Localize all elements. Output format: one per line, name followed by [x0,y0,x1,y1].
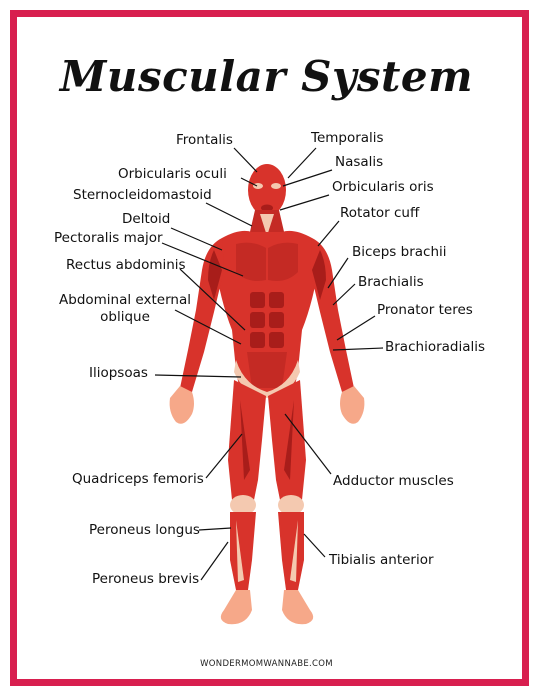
label-abdominal-external-oblique: Abdominal external oblique [50,292,200,326]
label-rotator-cuff: Rotator cuff [340,205,420,221]
label-brachialis: Brachialis [358,274,424,290]
leader-lines [154,147,384,581]
label-tibialis-anterior: Tibialis anterior [329,552,434,568]
label-biceps-brachii: Biceps brachii [352,244,447,260]
label-abdominal-external-oblique-line2: oblique [100,309,150,325]
label-peroneus-brevis: Peroneus brevis [92,571,200,587]
page-border [10,10,529,686]
label-sternocleidomastoid: Sternocleidomastoid [73,187,212,203]
label-deltoid: Deltoid [122,211,171,227]
footer-website: WONDERMOMWANNABE.COM [200,659,333,669]
body-figure [169,164,365,625]
label-adductor-muscles: Adductor muscles [333,473,454,489]
page-title: Muscular System [59,52,474,101]
label-iliopsoas: Iliopsoas [89,365,148,381]
label-peroneus-longus: Peroneus longus [89,522,200,538]
label-pectoralis-major: Pectoralis major [54,230,163,246]
label-orbicularis-oculi: Orbicularis oculi [118,166,227,182]
label-frontalis: Frontalis [176,132,233,148]
label-abdominal-external-oblique-line1: Abdominal external [59,292,191,308]
label-brachioradialis: Brachioradialis [385,339,486,355]
label-rectus-abdominis: Rectus abdominis [66,257,186,273]
label-temporalis: Temporalis [311,130,384,146]
label-orbicularis-oris: Orbicularis oris [332,179,434,195]
label-pronator-teres: Pronator teres [377,302,473,318]
label-quadriceps-femoris: Quadriceps femoris [72,471,204,487]
label-nasalis: Nasalis [335,154,384,170]
